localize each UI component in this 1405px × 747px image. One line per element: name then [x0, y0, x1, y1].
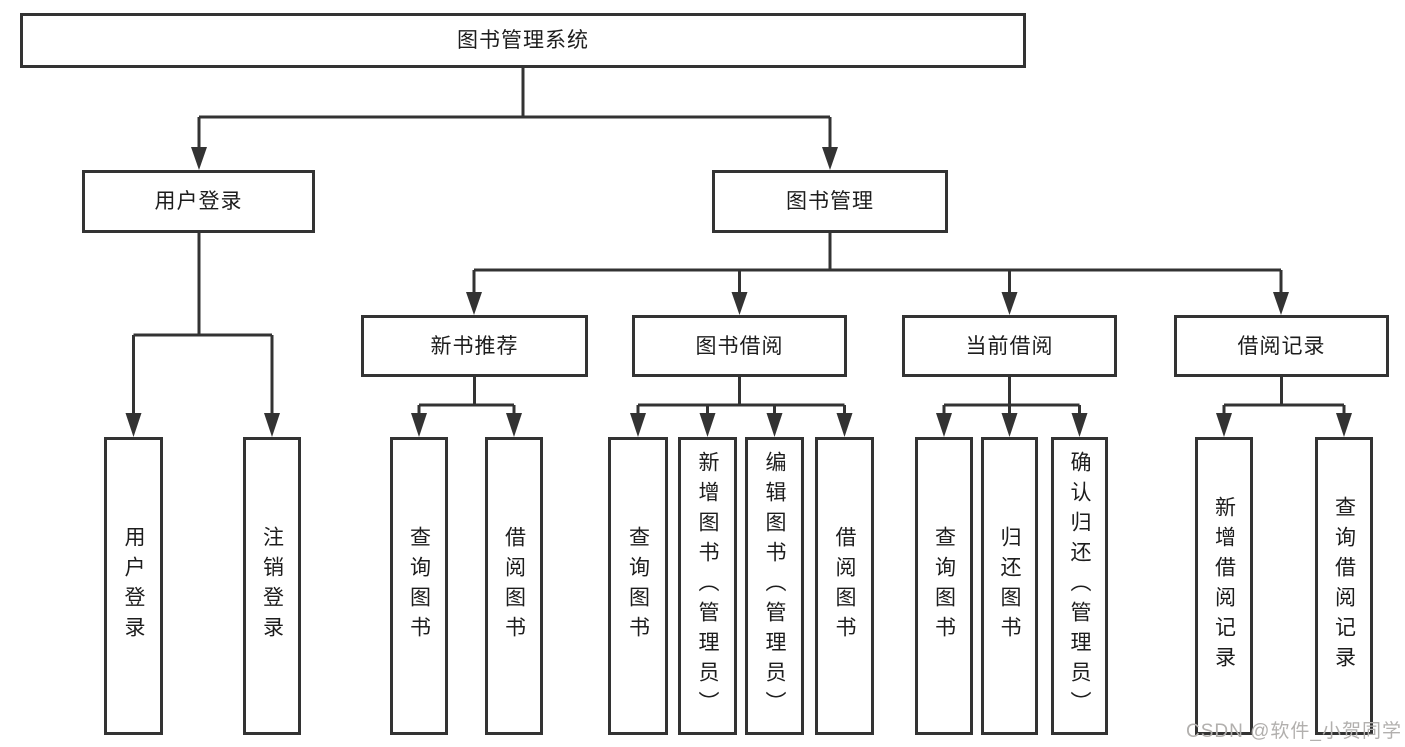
node-book-management: 图书管理: [712, 170, 948, 233]
node-new-book-recommend: 新书推荐: [361, 315, 588, 377]
arrow-down-icon: [836, 413, 853, 437]
leaf-return-books: 归还图书: [981, 437, 1038, 735]
node-label: 确认归还（管理员）: [1068, 451, 1091, 721]
leaf-confirm-return-admin: 确认归还（管理员）: [1051, 437, 1108, 735]
node-label: 借阅记录: [1237, 334, 1326, 358]
node-label: 用户登录: [154, 190, 243, 213]
node-user-login: 用户登录: [82, 170, 315, 233]
arrow-down-icon: [466, 292, 482, 315]
leaf-edit-book-admin: 编辑图书（管理员）: [745, 437, 804, 735]
csdn-watermark: CSDN @软件_小贺同学: [1186, 721, 1402, 742]
node-book-management-system: 图书管理系统: [20, 13, 1026, 68]
leaf-add-book-admin: 新增图书（管理员）: [678, 437, 737, 735]
node-label: 查询图书: [407, 526, 431, 646]
node-label: 图书管理系统: [457, 29, 589, 52]
node-label: 归还图书: [998, 526, 1021, 646]
arrow-down-icon: [1216, 413, 1232, 437]
arrow-down-icon: [411, 413, 427, 437]
connector-borrowrecords-to-leaves: [1222, 377, 1346, 414]
arrow-down-icon: [1071, 413, 1088, 437]
arrow-down-icon: [506, 413, 522, 437]
node-label: 用户登录: [122, 526, 145, 646]
leaf-user-login: 用户登录: [104, 437, 163, 735]
leaf-borrow-books: 借阅图书: [815, 437, 874, 735]
connector-root-to-level2: [197, 68, 832, 148]
leaf-query-books-recommend: 查询图书: [390, 437, 448, 735]
arrow-down-icon: [125, 413, 142, 437]
node-label: 新增借阅记录: [1212, 496, 1236, 676]
leaf-add-borrow-record: 新增借阅记录: [1195, 437, 1253, 735]
node-label: 注销登录: [260, 526, 284, 646]
node-label: 借阅图书: [502, 526, 526, 646]
connector-userlogin-to-leaves: [132, 233, 274, 414]
arrow-down-icon: [1273, 292, 1289, 315]
node-label: 新书推荐: [430, 334, 519, 358]
connector-currentborrow-to-leaves: [942, 377, 1081, 414]
arrow-down-icon: [1001, 292, 1018, 315]
arrow-down-icon: [630, 413, 646, 437]
arrow-down-icon: [191, 147, 207, 170]
node-book-borrow: 图书借阅: [632, 315, 847, 377]
arrow-down-icon: [1336, 413, 1352, 437]
node-label: 新增图书（管理员）: [696, 451, 719, 721]
leaf-query-books-current: 查询图书: [915, 437, 973, 735]
arrow-down-icon: [731, 292, 748, 315]
node-label: 查询借阅记录: [1332, 496, 1356, 676]
leaf-query-borrow-record: 查询借阅记录: [1315, 437, 1373, 735]
arrow-down-icon: [699, 413, 716, 437]
arrow-down-icon: [766, 413, 783, 437]
connector-bookmgmt-to-level3: [472, 233, 1283, 293]
node-label: 图书借阅: [695, 334, 784, 358]
connector-bookborrow-to-leaves: [636, 377, 846, 414]
arrow-down-icon: [264, 413, 280, 437]
node-label: 查询图书: [932, 526, 956, 646]
node-label: 借阅图书: [833, 526, 856, 646]
leaf-logout: 注销登录: [243, 437, 301, 735]
arrow-down-icon: [822, 147, 838, 170]
arrow-down-icon: [936, 413, 952, 437]
node-borrow-records: 借阅记录: [1174, 315, 1389, 377]
node-label: 编辑图书（管理员）: [763, 451, 786, 721]
leaf-borrow-books-recommend: 借阅图书: [485, 437, 543, 735]
node-label: 当前借阅: [965, 334, 1054, 358]
leaf-query-books-borrow: 查询图书: [608, 437, 668, 735]
node-current-borrow: 当前借阅: [902, 315, 1117, 377]
node-label: 查询图书: [626, 526, 650, 646]
connector-newbook-to-leaves: [417, 377, 516, 414]
node-label: 图书管理: [786, 190, 874, 213]
arrow-down-icon: [1001, 413, 1018, 437]
